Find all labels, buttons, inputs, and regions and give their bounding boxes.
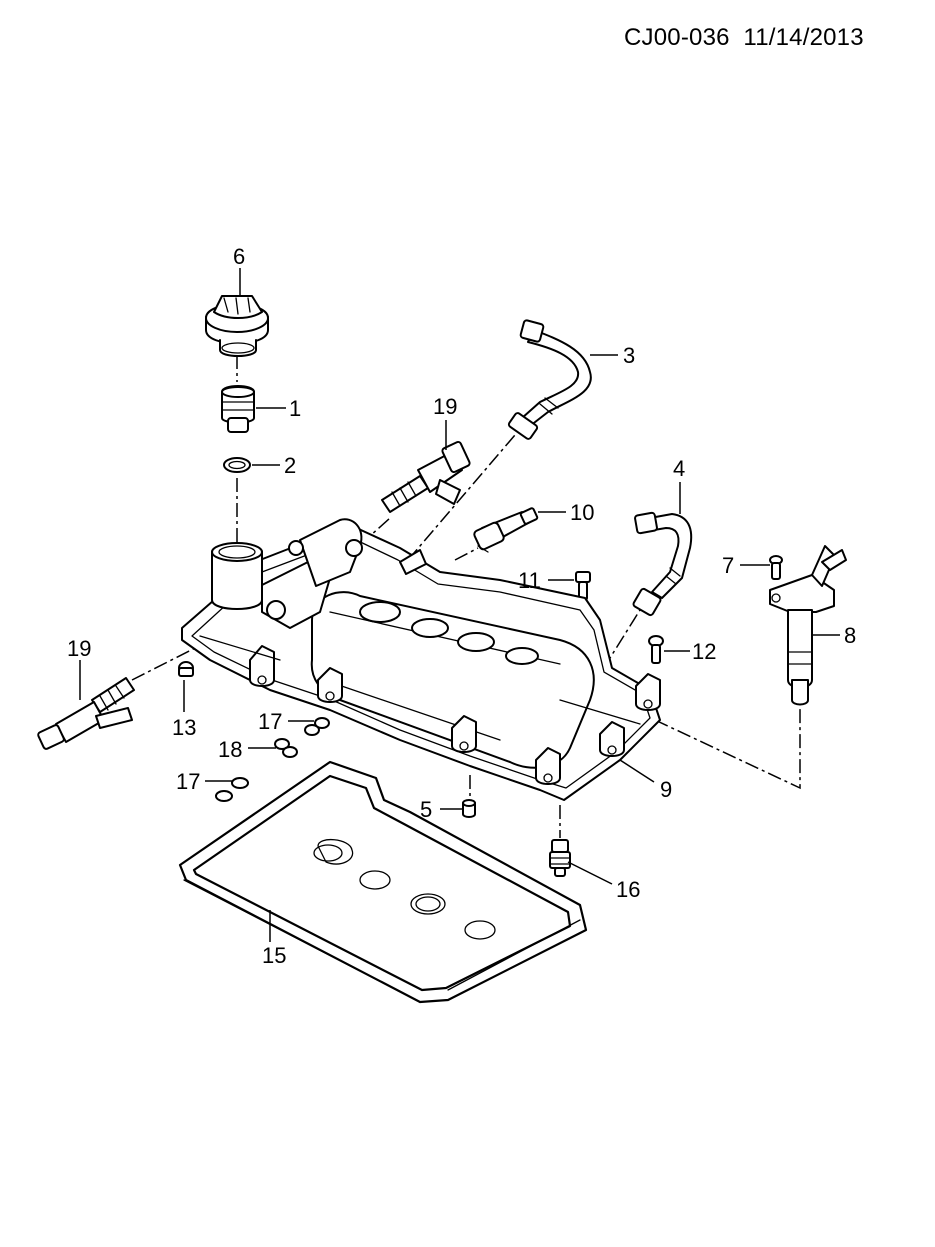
- ignition-coil: [769, 545, 847, 706]
- callout-1: 1: [289, 396, 301, 421]
- callout-19-upper: 19: [433, 394, 457, 419]
- callout-16: 16: [616, 877, 640, 902]
- sleeve: [462, 799, 476, 818]
- diagram-code: CJ00-036: [624, 24, 730, 51]
- oil-filler-cap: [205, 295, 269, 357]
- callout-7: 7: [722, 553, 734, 578]
- callout-15: 15: [262, 943, 286, 968]
- callout-19-left: 19: [67, 636, 91, 661]
- solenoid-valve-upper: [381, 440, 471, 513]
- bolt-7: [769, 555, 783, 580]
- ventilation-hose-upper: [507, 319, 592, 440]
- grommets: [215, 717, 330, 802]
- bolt-12: [648, 635, 664, 664]
- callout-17-lower: 17: [176, 769, 200, 794]
- callout-17-upper: 17: [258, 709, 282, 734]
- callout-12: 12: [692, 639, 716, 664]
- ventilation-hose-lower: [632, 511, 693, 617]
- callout-2: 2: [284, 453, 296, 478]
- callout-13: 13: [172, 715, 196, 740]
- diagram-header: CJ00-036 11/14/2013: [624, 24, 864, 52]
- sensor: [473, 507, 539, 553]
- o-ring: [223, 457, 251, 473]
- filler-adapter: [221, 385, 255, 433]
- leader-lines: [79, 268, 840, 942]
- callout-11: 11: [518, 568, 541, 593]
- solenoid-valve-left: [37, 677, 135, 750]
- callout-6: 6: [233, 244, 245, 269]
- callout-labels: 6 1 2 3 19 4 10 7 11 8 12 19 13 17 18 17…: [67, 244, 856, 968]
- callout-10: 10: [570, 500, 594, 525]
- plug: [178, 661, 194, 677]
- valve-cover: [181, 518, 661, 801]
- valve-cover-gasket: [178, 760, 588, 1004]
- callout-9: 9: [660, 777, 672, 802]
- diagram-date: 11/14/2013: [743, 24, 864, 51]
- callout-4: 4: [673, 456, 685, 481]
- spark-plug: [549, 839, 571, 877]
- callout-8: 8: [844, 623, 856, 648]
- callout-3: 3: [623, 343, 635, 368]
- callout-5: 5: [420, 797, 432, 822]
- callout-18: 18: [218, 737, 242, 762]
